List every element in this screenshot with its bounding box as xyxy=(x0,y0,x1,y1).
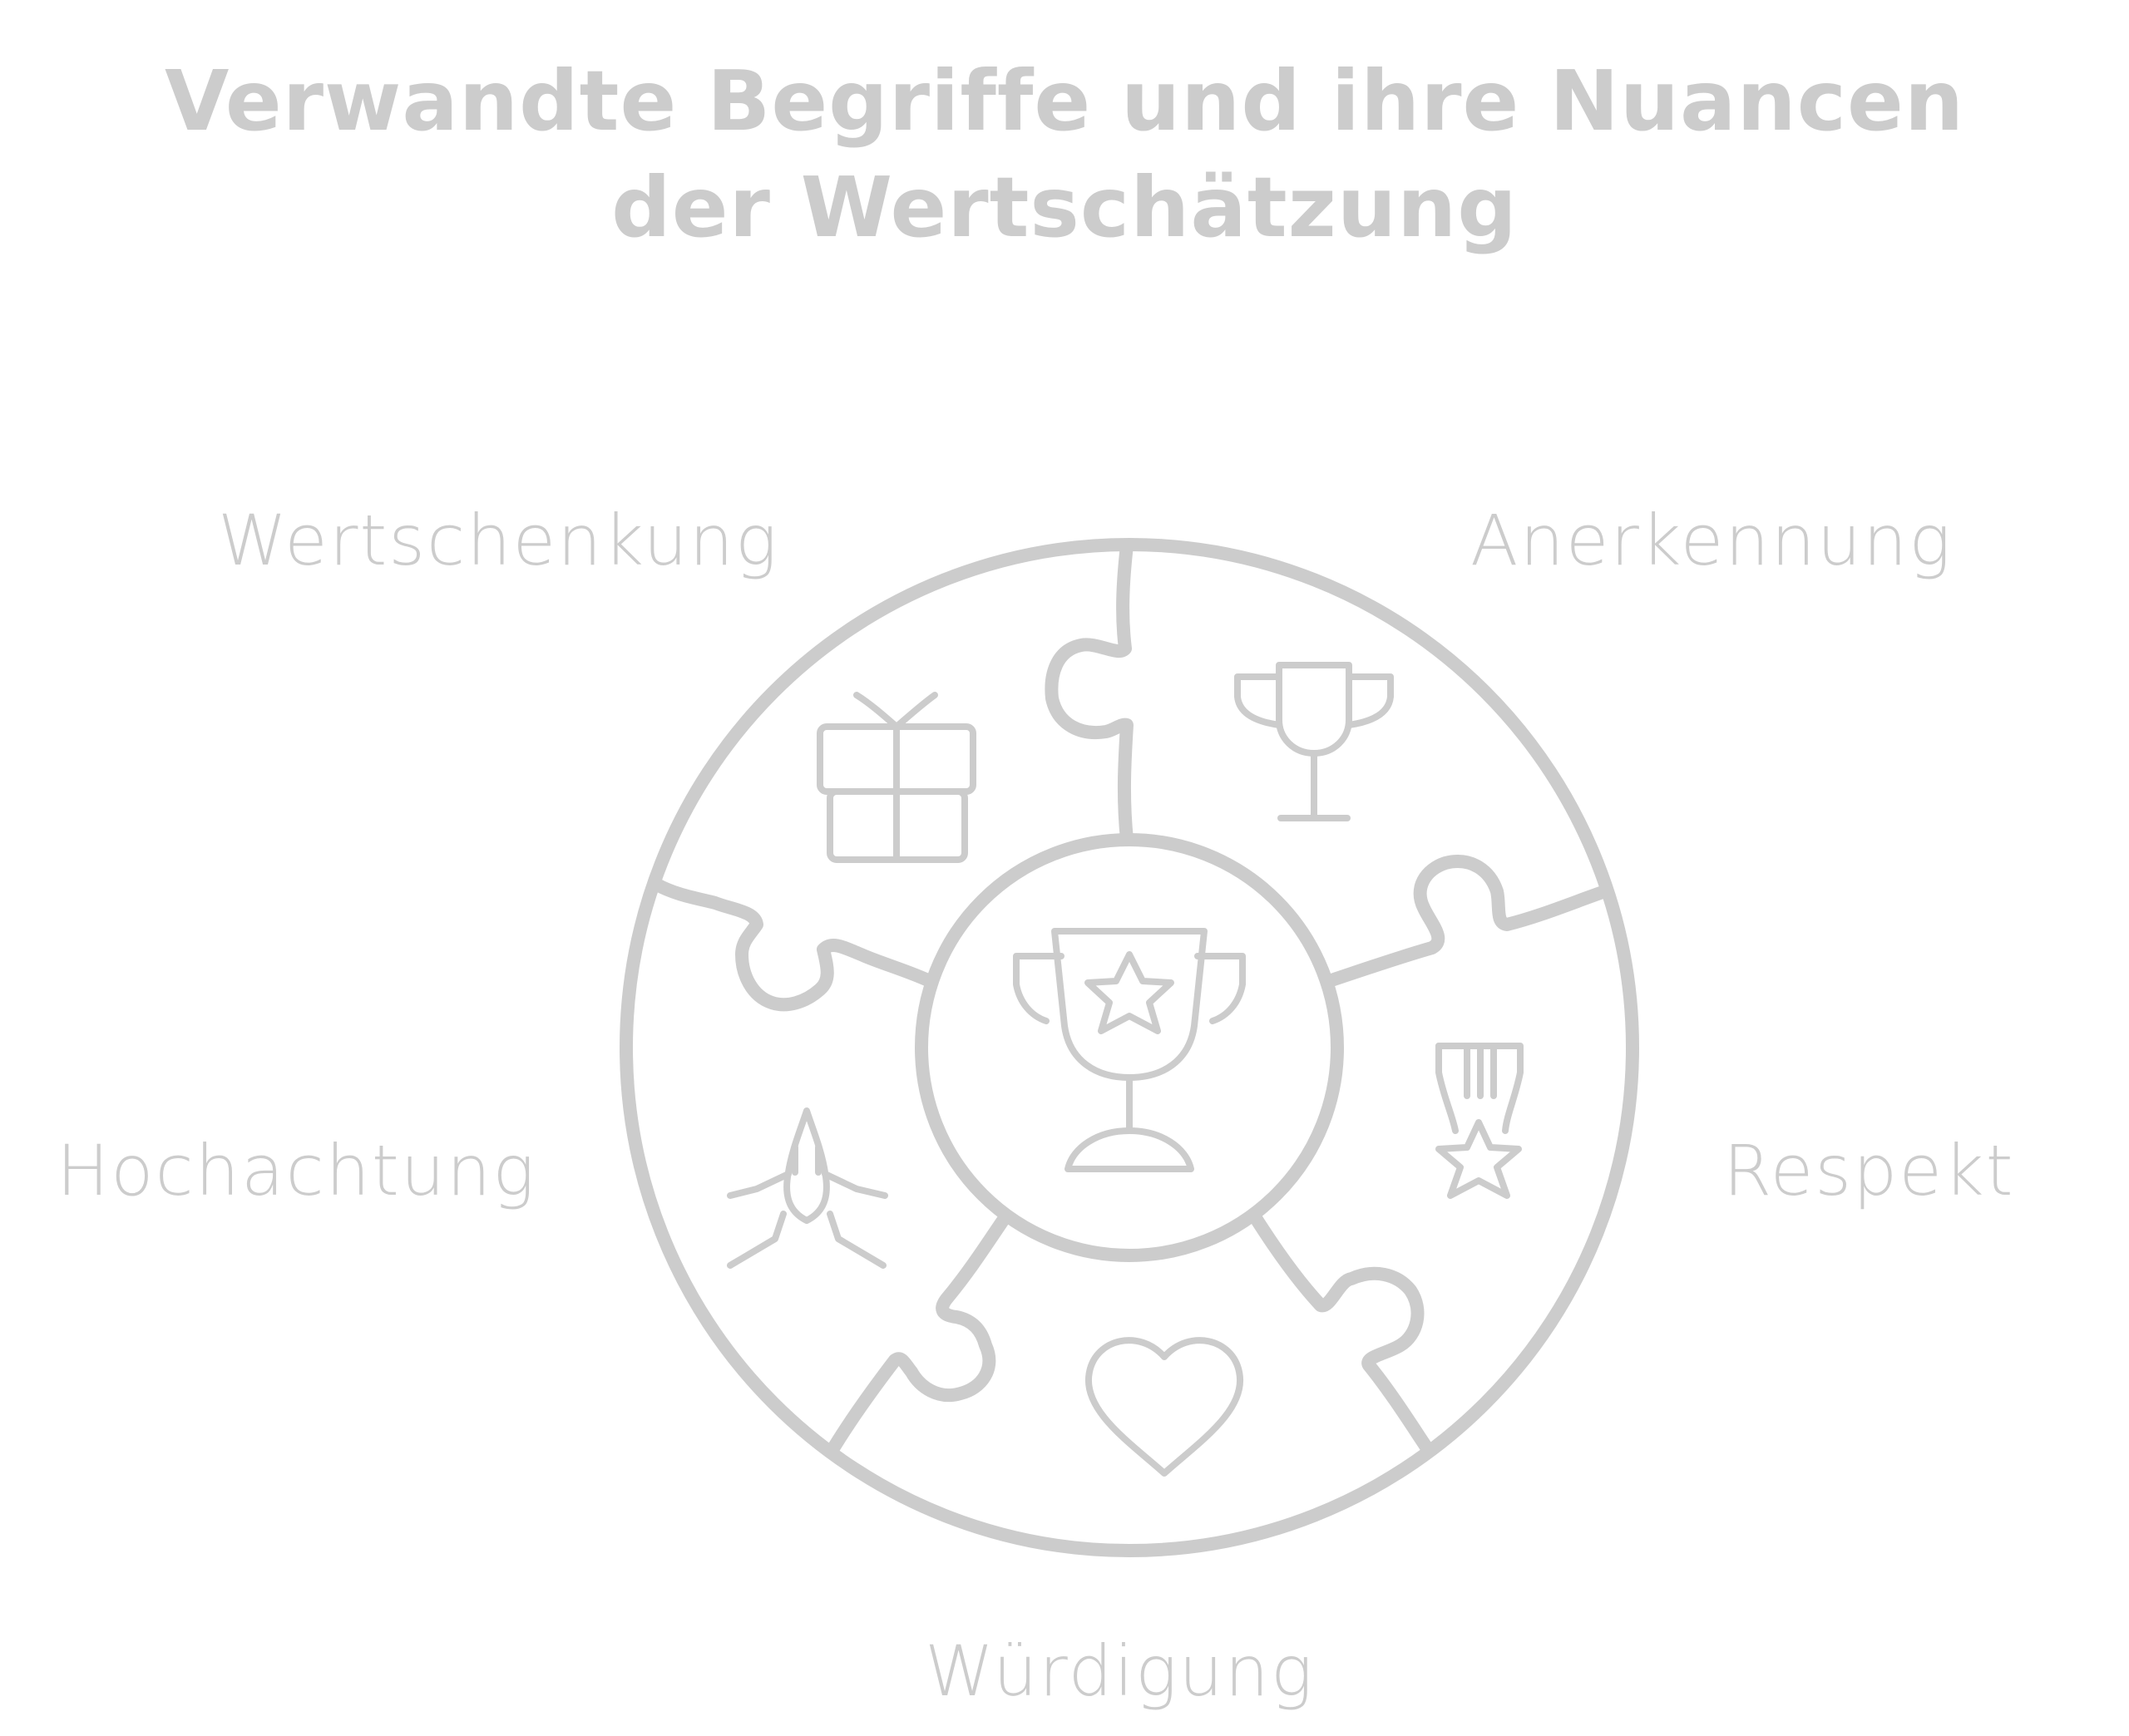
center-hub xyxy=(915,833,1344,1262)
term-wertschenkung: Wertschenkung xyxy=(218,500,779,581)
heart-icon xyxy=(1084,1337,1244,1477)
term-respekt: Respekt xyxy=(1723,1130,2015,1211)
star-trophy-icon xyxy=(1013,928,1246,1172)
term-anerkennung: Anerkennung xyxy=(1470,500,1953,581)
diagram-title: Verwandte Begriffe und ihre Nuancen der … xyxy=(164,52,1965,256)
seam-lower-right xyxy=(1247,1209,1434,1455)
seam-top xyxy=(1045,539,1134,846)
seam-lower-left xyxy=(827,1209,1013,1455)
term-wuerdigung: Würdigung xyxy=(925,1630,1315,1712)
gift-icon xyxy=(817,692,976,863)
praying-hands-icon xyxy=(727,1107,888,1269)
term-hochachtung: Hochachtung xyxy=(57,1130,536,1211)
hand-star-icon xyxy=(1435,1043,1524,1199)
seam-upper-right xyxy=(1322,855,1612,988)
trophy-cup-icon xyxy=(1234,662,1394,821)
seam-upper-left xyxy=(650,878,936,1012)
